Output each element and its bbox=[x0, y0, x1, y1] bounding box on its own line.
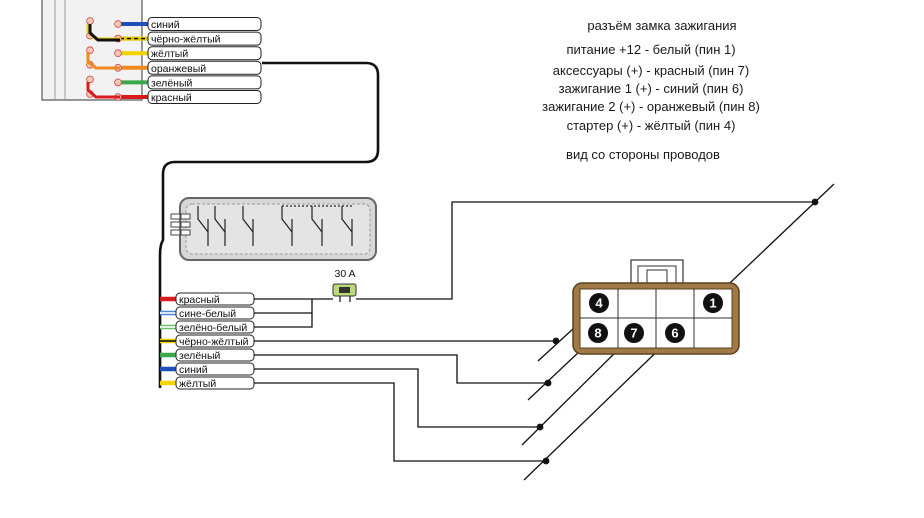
bottom-label-text: зелёный bbox=[179, 350, 220, 362]
bottom-label-text: зелёно-белый bbox=[179, 322, 247, 334]
bottom-label-text: жёлтый bbox=[179, 378, 216, 390]
pin-number: 7 bbox=[630, 326, 637, 341]
wire-blue bbox=[254, 368, 540, 428]
top-harness-wires bbox=[86, 17, 148, 101]
info-line: зажигание 1 (+) - синий (пин 6) bbox=[559, 81, 744, 96]
pin-number: 1 bbox=[709, 296, 716, 311]
ignition-connector: 4 1 8 7 6 bbox=[572, 259, 740, 355]
info-line: стартер (+) - жёлтый (пин 4) bbox=[567, 118, 736, 133]
bottom-label-text: красный bbox=[179, 294, 220, 306]
fuse-element bbox=[339, 287, 350, 293]
relay-connector-pins bbox=[170, 213, 191, 236]
info-view-note: вид со стороны проводов bbox=[566, 147, 720, 162]
top-harness: синий чёрно-жёлтый жёлтый оранжевый зелёный к… bbox=[41, 0, 262, 104]
top-wire-bend bbox=[88, 24, 120, 42]
wire-green bbox=[254, 354, 548, 384]
wire-green-white bbox=[254, 313, 313, 328]
wire-yellow bbox=[254, 382, 546, 462]
trunk-cable bbox=[158, 225, 165, 388]
top-pin-dot bbox=[86, 46, 94, 54]
top-label-box bbox=[147, 46, 262, 61]
top-label-text: синий bbox=[151, 19, 180, 31]
relay-contacts bbox=[197, 205, 353, 246]
harness-cable bbox=[161, 61, 380, 225]
fuse-label: 30 A bbox=[334, 268, 355, 280]
top-wire-bend bbox=[86, 52, 120, 70]
top-label-text: чёрно-жёлтый bbox=[151, 34, 221, 46]
connection-wires bbox=[254, 201, 815, 462]
pin-marker bbox=[665, 323, 685, 343]
top-label-box bbox=[147, 60, 262, 75]
top-pin-dot bbox=[114, 20, 122, 28]
info-title: разъём замка зажигания bbox=[587, 18, 736, 33]
pin-marker bbox=[588, 323, 608, 343]
bottom-harness-wires bbox=[160, 296, 176, 386]
top-label-box bbox=[147, 31, 262, 46]
lead-pin6 bbox=[523, 333, 676, 481]
info-line: зажигание 2 (+) - оранжевый (пин 8) bbox=[542, 99, 760, 114]
pin-marker bbox=[624, 323, 644, 343]
top-pin-dot bbox=[86, 17, 94, 25]
fuse: 30 A bbox=[332, 268, 357, 302]
top-label-text: оранжевый bbox=[151, 63, 206, 75]
info-line: аксессуары (+) - красный (пин 7) bbox=[553, 63, 749, 78]
bottom-label-text: сине-белый bbox=[179, 308, 236, 320]
pin-number: 8 bbox=[594, 326, 601, 341]
pin-number: 6 bbox=[671, 326, 678, 341]
info-line: питание +12 - белый (пин 1) bbox=[566, 42, 735, 57]
bottom-harness: красный сине-белый зелёно-белый чёрно-жёлты… bbox=[160, 292, 255, 390]
top-wire-bend bbox=[86, 82, 120, 99]
wire-blue-white bbox=[254, 299, 313, 314]
connector-info: разъём замка зажигания питание +12 - бел… bbox=[542, 18, 760, 162]
top-pin-dot bbox=[114, 78, 122, 87]
pin-number: 4 bbox=[595, 296, 603, 311]
pin-marker bbox=[589, 293, 609, 313]
bottom-label-text: синий bbox=[179, 364, 208, 376]
connector-grid bbox=[580, 289, 732, 348]
top-label-text: зелёный bbox=[151, 77, 192, 89]
top-pin-dot bbox=[86, 75, 94, 84]
top-label-box bbox=[147, 17, 262, 31]
top-label-text: красный bbox=[151, 92, 192, 104]
relay-block bbox=[170, 197, 377, 261]
connector-pins: 4 1 8 7 6 bbox=[588, 293, 723, 343]
top-label-box bbox=[147, 90, 262, 104]
bottom-label-text: чёрно-жёлтый bbox=[179, 336, 249, 348]
top-label-text: жёлтый bbox=[151, 48, 188, 60]
wire-fuse-to-pin1 bbox=[356, 201, 815, 300]
top-harness-labels: синий чёрно-жёлтый жёлтый оранжевый зелёный к… bbox=[147, 17, 262, 104]
top-pin-dot bbox=[114, 49, 122, 57]
top-label-box bbox=[147, 75, 262, 90]
pin-marker bbox=[703, 293, 723, 313]
relay-block-inner bbox=[185, 203, 371, 255]
bottom-harness-labels: красный сине-белый зелёно-белый чёрно-жёлты… bbox=[175, 292, 255, 390]
junction-dots bbox=[536, 198, 819, 465]
